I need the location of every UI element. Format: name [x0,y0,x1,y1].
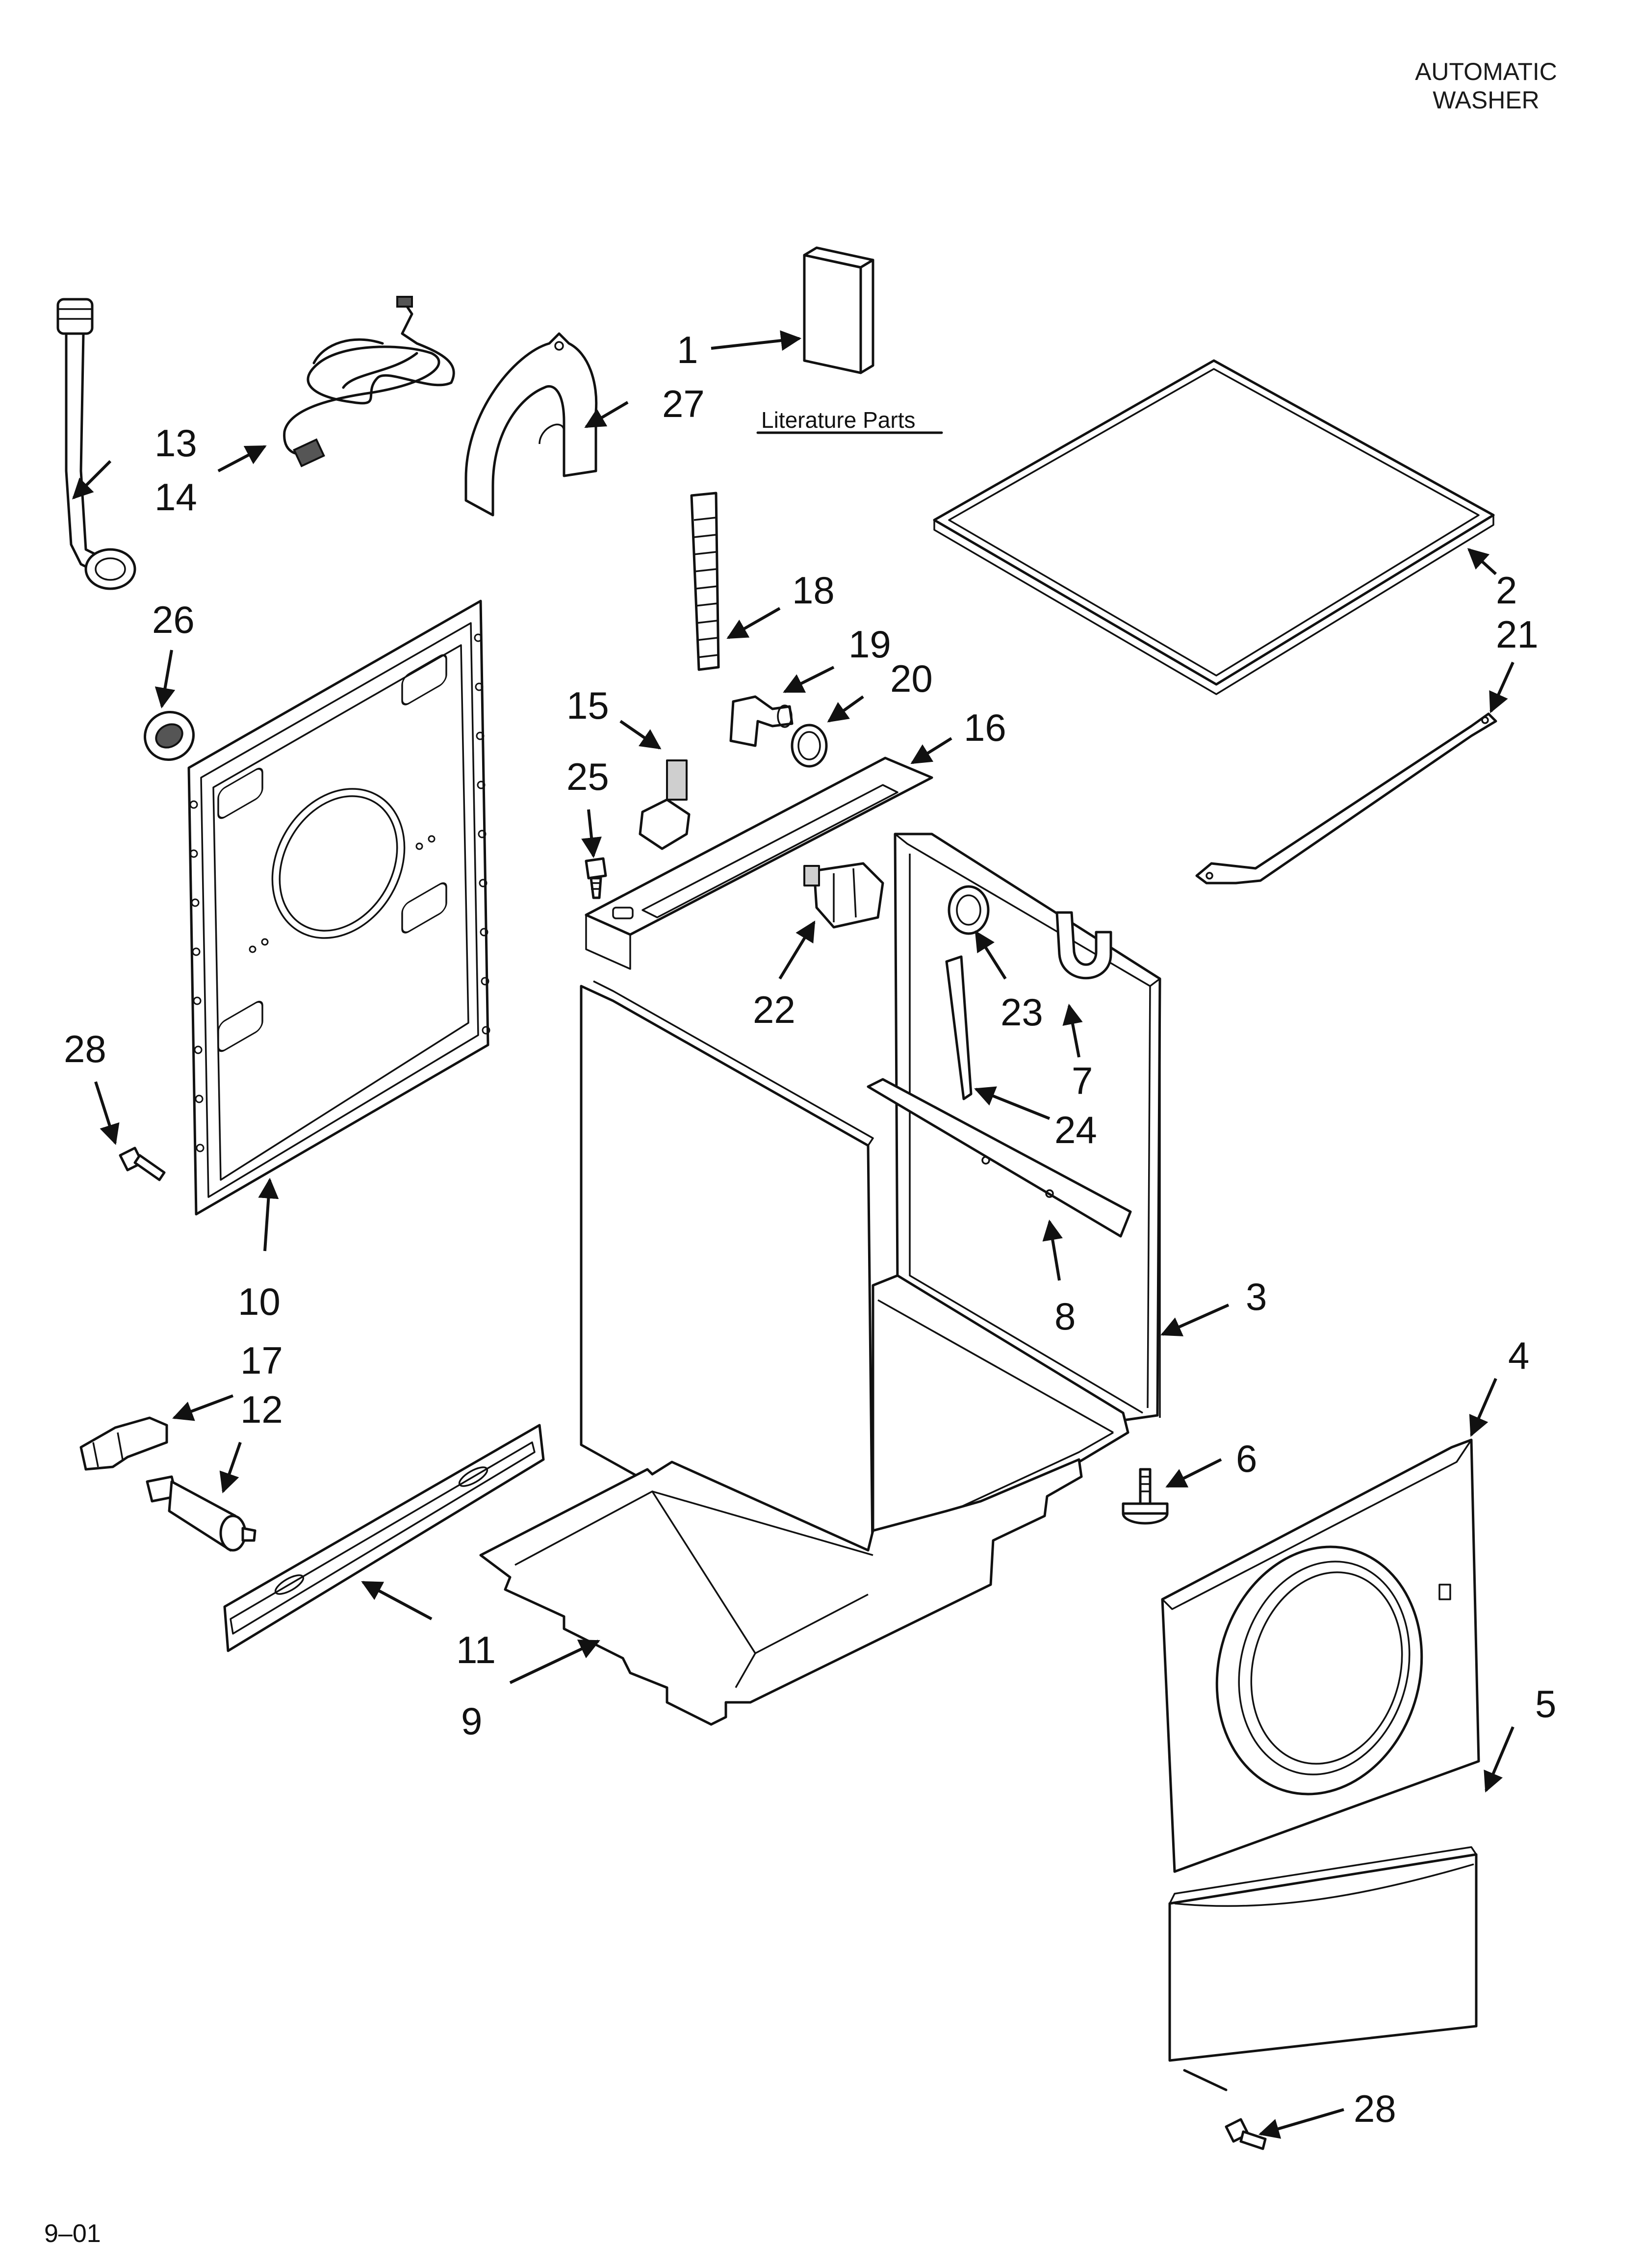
part-kick-panel [1168,1846,1478,2062]
callout-3: 3 [1246,1275,1267,1318]
part-screw-28-bottom [1225,2118,1267,2150]
callout-23: 23 [1001,991,1043,1034]
callout-18: 18 [792,569,835,612]
part-strain-relief [79,1416,168,1471]
part-grommet [143,710,195,761]
part-top-panel [933,359,1495,695]
callout-2: 2 [1496,569,1517,612]
part-small-bracket [639,759,691,850]
part-rear-panel [187,600,490,1216]
callout-14: 14 [154,475,197,519]
part-water-valve [803,862,884,929]
part-base-rail [223,1424,545,1652]
part-pressure-switch [945,885,990,1100]
header-line-2: WASHER [1433,86,1539,114]
part-drain-hose [690,492,720,671]
callout-9: 9 [461,1699,482,1743]
part-base-pad [479,1458,1083,1726]
part-power-cord [283,296,455,468]
part-bracket-21 [1195,712,1497,885]
part-cabinet [580,833,1161,1601]
part-literature-booklet [756,246,943,434]
callout-15: 15 [566,684,609,727]
callout-1: 1 [677,328,698,371]
callout-12: 12 [240,1388,283,1431]
callout-24: 24 [1054,1108,1097,1151]
part-top-brace-16 [585,756,933,970]
callout-28-left: 28 [64,1027,106,1070]
callout-19: 19 [848,623,891,666]
part-hose-hanger [464,332,598,517]
part-leveling-leg [1122,1468,1169,1525]
callout-22: 22 [753,988,795,1031]
header-line-1: AUTOMATIC [1415,58,1557,85]
callout-6: 6 [1236,1437,1257,1480]
part-inlet-hose [56,298,136,590]
part-pump-12 [146,1475,257,1552]
part-elbow [729,695,794,747]
callout-11: 11 [456,1628,496,1671]
literature-parts-label: Literature Parts [761,407,915,433]
part-screw-28-left [119,1147,166,1181]
callout-20: 20 [890,657,933,700]
part-front-panel [1161,1438,1480,1873]
callout-27: 27 [662,382,705,425]
callout-21: 21 [1496,613,1539,656]
part-screw-25 [585,857,607,899]
callout-labels: 1 2 3 4 5 6 7 8 9 10 11 12 13 14 15 16 1… [44,328,1556,2248]
callout-13: 13 [154,421,197,465]
callout-17: 17 [240,1339,283,1382]
footer-date-code: 9–01 [44,2219,101,2248]
part-clamp [791,724,828,768]
callout-arrows [72,330,1514,2139]
callout-5: 5 [1535,1682,1556,1725]
callout-28-bottom: 28 [1354,2087,1396,2130]
callout-4: 4 [1508,1334,1529,1377]
callout-25: 25 [566,755,609,798]
part-hose-clip [1055,911,1112,980]
callout-7: 7 [1072,1059,1093,1102]
callout-10: 10 [238,1280,281,1323]
rear-panel-screw-holes [189,633,490,1152]
callout-16: 16 [964,706,1006,749]
callout-8: 8 [1054,1295,1076,1338]
callout-26: 26 [152,598,195,641]
